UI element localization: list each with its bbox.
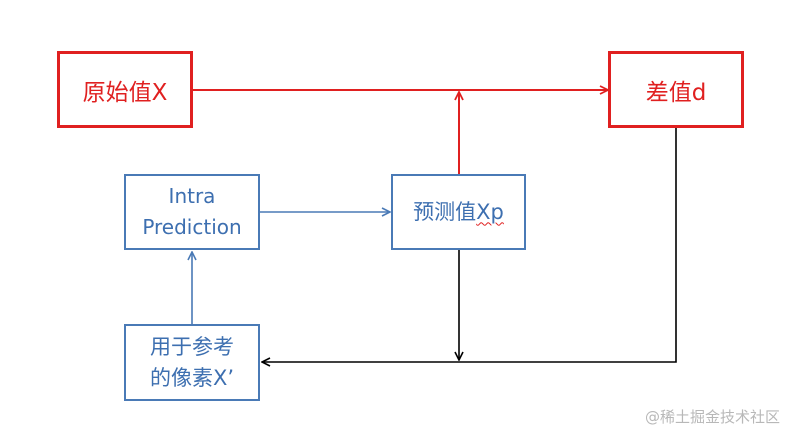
line-diff-feedback [262,128,677,362]
intra-prediction-box: Intra Prediction [124,174,260,250]
original-value-box: 原始值X [57,51,193,128]
intra-prediction-line2: Prediction [142,215,242,239]
reference-pixel-box: 用于参考 的像素X’ [124,324,260,401]
reference-pixel-line1: 用于参考 [150,334,234,359]
difference-label: 差值d [645,79,707,106]
difference-box: 差值d [608,51,744,128]
original-value-label: 原始值X [82,79,168,106]
predicted-value-suffix: Xp [476,199,504,224]
intra-prediction-line1: Intra [168,184,216,208]
watermark: @稀土掘金技术社区 [644,408,780,426]
reference-pixel-line2: 的像素X’ [149,365,235,390]
predicted-value-prefix: 预测值 [413,199,477,224]
